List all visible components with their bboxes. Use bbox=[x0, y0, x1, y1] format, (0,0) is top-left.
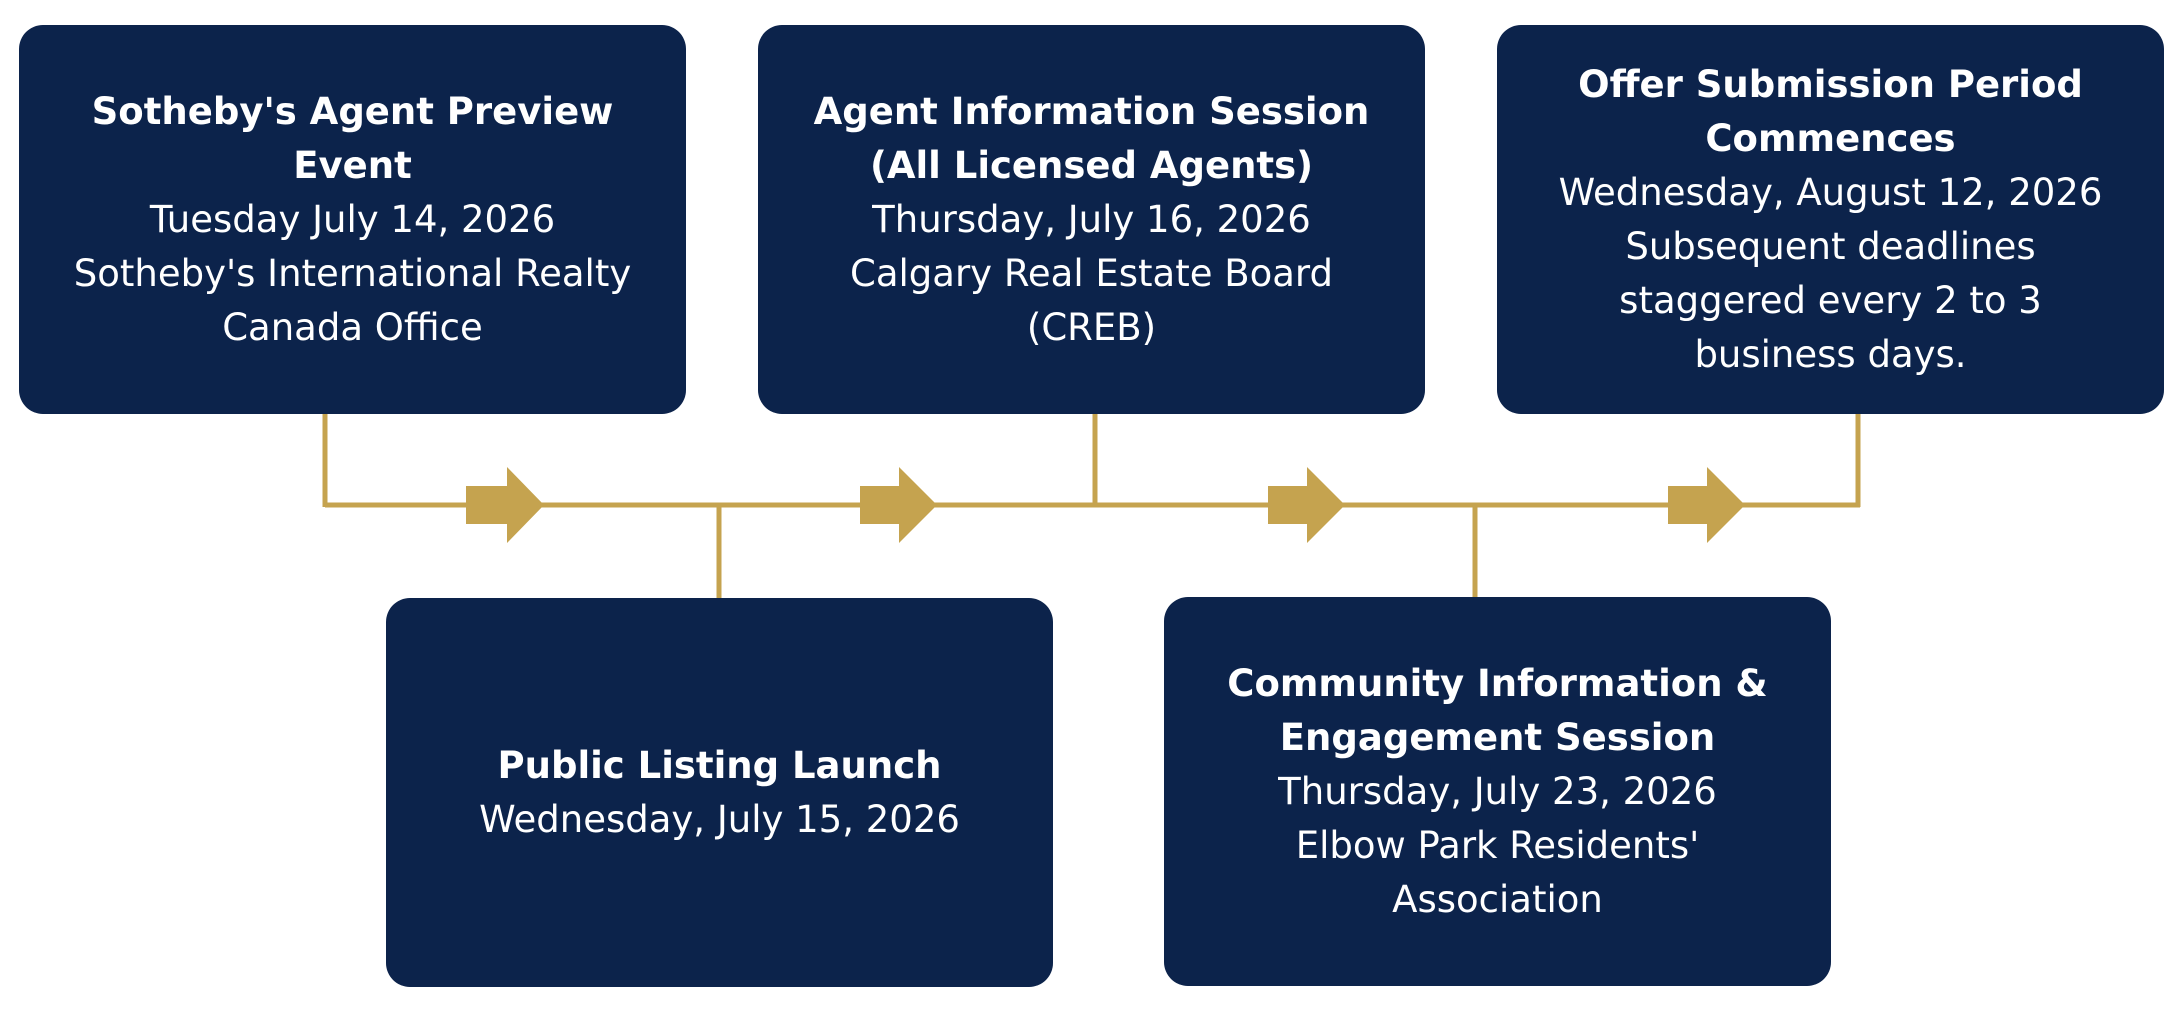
timeline-line bbox=[322, 412, 1861, 600]
arrow-right-icon bbox=[1668, 467, 1745, 543]
event-card-offer-submission: Offer Submission Period Commences Wednes… bbox=[1497, 25, 2164, 414]
event-details: Sotheby's International Realty Canada Of… bbox=[73, 251, 632, 349]
event-card-agent-information-session: Agent Information Session (All Licensed … bbox=[758, 25, 1425, 414]
event-details: Calgary Real Estate Board (CREB) bbox=[850, 251, 1333, 349]
event-title: Public Listing Launch bbox=[497, 743, 942, 787]
arrow-right-icon bbox=[1268, 467, 1345, 543]
arrow-right-icon bbox=[466, 467, 544, 543]
event-title: Community Information & Engagement Sessi… bbox=[1227, 661, 1768, 759]
event-card-agent-preview: Sotheby's Agent Preview Event Tuesday Ju… bbox=[19, 25, 686, 414]
event-date: Thursday, July 16, 2026 bbox=[872, 197, 1311, 241]
event-date: Tuesday July 14, 2026 bbox=[149, 197, 556, 241]
event-title: Agent Information Session (All Licensed … bbox=[813, 89, 1370, 187]
arrow-right-icon bbox=[860, 467, 937, 543]
event-title: Sotheby's Agent Preview Event bbox=[91, 89, 614, 187]
event-title: Offer Submission Period Commences bbox=[1578, 62, 2083, 160]
event-details: Elbow Park Residents' Association bbox=[1295, 823, 1700, 921]
event-card-community-session: Community Information & Engagement Sessi… bbox=[1164, 597, 1831, 986]
event-date: Wednesday, August 12, 2026 bbox=[1558, 170, 2103, 214]
event-details: Subsequent deadlines staggered every 2 t… bbox=[1619, 224, 2042, 376]
event-date: Thursday, July 23, 2026 bbox=[1278, 769, 1717, 813]
event-date: Wednesday, July 15, 2026 bbox=[479, 797, 960, 841]
event-card-public-listing-launch: Public Listing Launch Wednesday, July 15… bbox=[386, 598, 1053, 987]
